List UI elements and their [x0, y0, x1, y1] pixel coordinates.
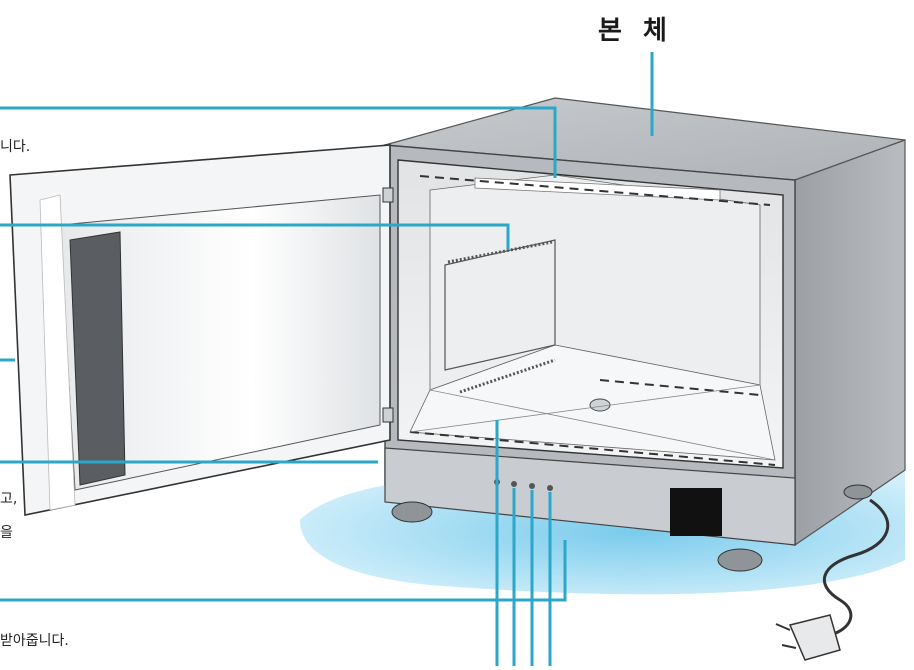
plug-pin-1 — [775, 623, 791, 631]
plug-pin-2 — [781, 644, 797, 649]
floor-diagonal-1 — [429, 389, 776, 461]
indicator-4 — [547, 485, 553, 491]
door-shine — [39, 194, 76, 511]
door-hinge-bottom — [382, 407, 394, 423]
door-window-frame — [69, 231, 126, 486]
label-fragment-4: 받아줍니다. — [0, 633, 69, 649]
vent-block — [670, 488, 722, 536]
foot-front-left — [391, 501, 433, 523]
cavity-dash-top — [419, 175, 771, 206]
label-fragment-3: 을 — [0, 525, 13, 541]
callout-rear-grille — [0, 223, 510, 250]
power-plug — [788, 614, 841, 661]
power-cord — [822, 498, 890, 637]
floor-diagonal-2 — [409, 384, 761, 433]
label-fragment-2: 고, — [0, 491, 18, 507]
callout-panel — [0, 540, 567, 602]
callout-lines — [0, 52, 654, 666]
cavity-dash-floor — [409, 431, 776, 466]
indicator-2 — [511, 481, 517, 487]
diagram-title: 본 체 — [598, 16, 673, 46]
indicator-3 — [529, 483, 535, 489]
rear-grille — [444, 239, 556, 371]
cavity-dash-mid — [599, 379, 761, 396]
floor-sensor — [589, 398, 611, 412]
callout-top-vent — [0, 106, 557, 178]
foot-back-right — [843, 484, 873, 500]
door-hinge-top — [382, 187, 394, 203]
label-fragment-1: 니다. — [0, 139, 31, 155]
foot-front-right — [717, 548, 763, 572]
rear-grille-bar-top — [447, 240, 553, 264]
rear-grille-bar-bottom — [459, 358, 556, 394]
